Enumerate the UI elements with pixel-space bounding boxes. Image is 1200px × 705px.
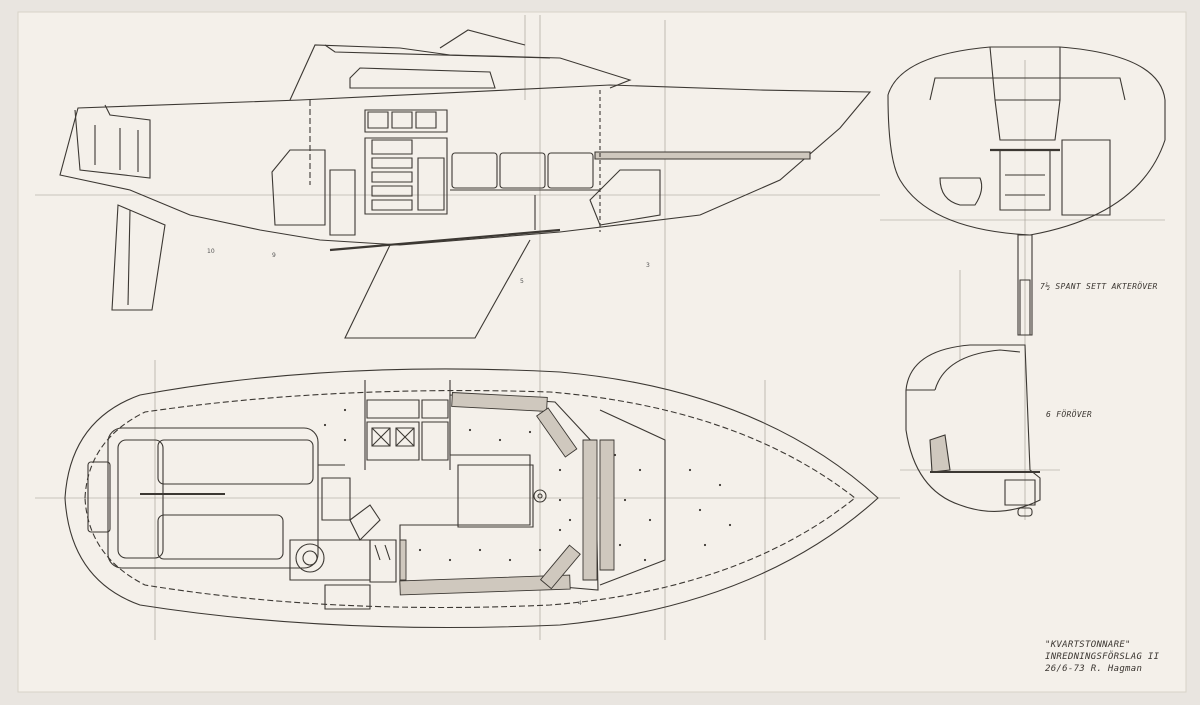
cushion-3	[548, 153, 593, 188]
section-upper	[888, 47, 1165, 335]
shelf	[595, 152, 810, 159]
rudder	[112, 205, 165, 310]
section-hull	[888, 47, 1165, 235]
galley-upper	[365, 110, 447, 132]
profile-view	[60, 30, 870, 338]
hull-profile	[60, 85, 870, 245]
upholstery-pattern	[323, 408, 732, 562]
window	[350, 68, 495, 88]
station-number: 4	[578, 600, 582, 607]
engine-box	[272, 150, 325, 225]
title-line-3: 26/6-73 R. Hagman	[1045, 664, 1143, 674]
furniture-wood	[400, 392, 614, 594]
reference-lines	[35, 15, 1165, 640]
section-label-upper: 7½ SPANT SETT AKTERÖVER	[1040, 282, 1158, 291]
cushion-2	[500, 153, 545, 188]
hull-plan	[65, 369, 878, 628]
title-line-2: INREDNINGSFÖRSLAG II	[1045, 652, 1160, 662]
section-label-lower: 6 FÖRÖVER	[1046, 410, 1093, 419]
galley-plan	[367, 400, 419, 418]
station-number: 10	[207, 248, 215, 255]
paper-sheet	[18, 12, 1186, 692]
engine	[296, 544, 324, 572]
cushion-1	[452, 153, 497, 188]
table	[458, 465, 533, 527]
toilet	[940, 178, 982, 205]
station-number: 3	[646, 262, 650, 269]
keel	[345, 240, 530, 338]
section-lower	[906, 345, 1040, 516]
plan-view	[65, 369, 878, 628]
cockpit-plan	[108, 428, 318, 568]
title-line-1: "KVARTSTONNARE"	[1045, 640, 1131, 650]
station-number: 9	[272, 252, 276, 259]
station-number: 5	[520, 278, 524, 285]
